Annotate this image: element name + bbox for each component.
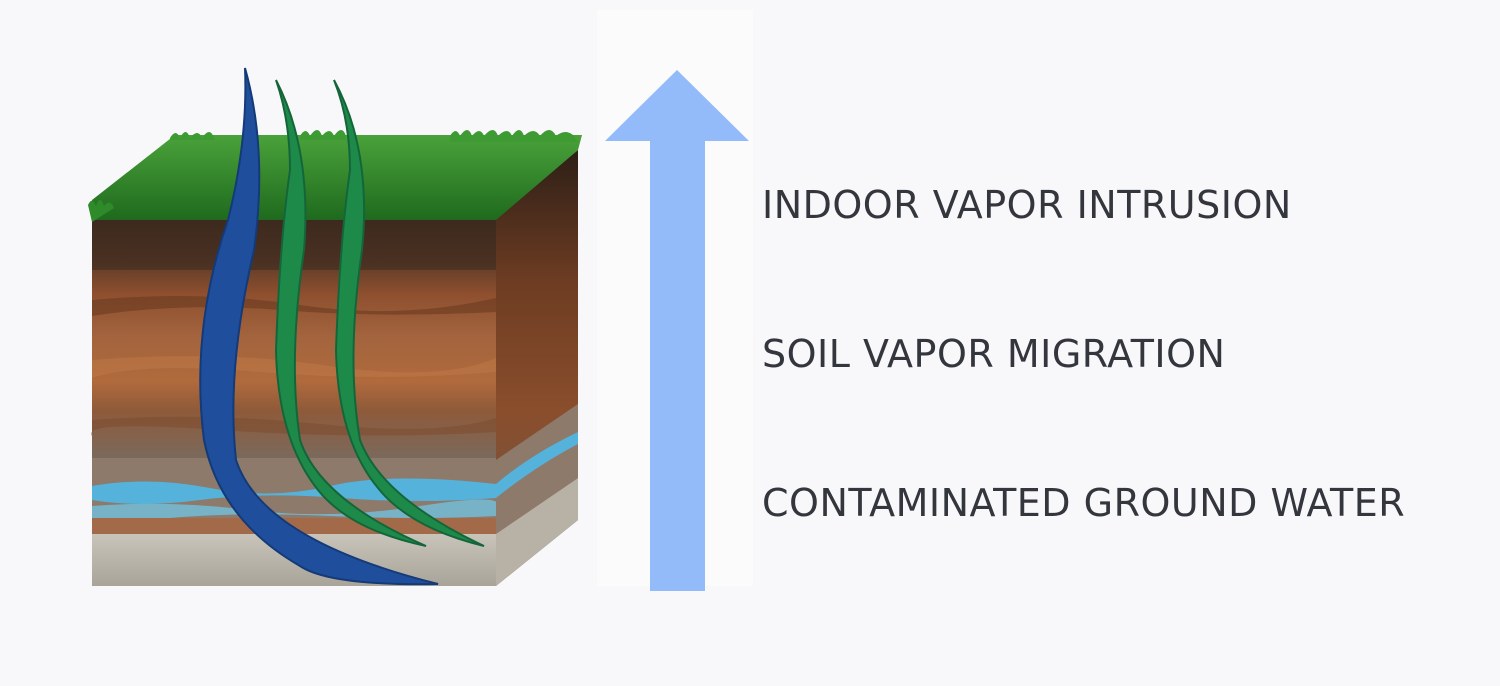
upward-arrow bbox=[605, 70, 749, 591]
soil-side-face bbox=[496, 150, 578, 586]
grass-top bbox=[88, 130, 582, 222]
blue-extraction-well bbox=[199, 67, 439, 586]
label-contaminated-ground-water: CONTAMINATED GROUND WATER bbox=[762, 481, 1406, 525]
label-soil-vapor-migration: SOIL VAPOR MIGRATION bbox=[762, 332, 1226, 376]
green-vapor-probe-right bbox=[333, 79, 485, 547]
label-indoor-vapor-intrusion: INDOOR VAPOR INTRUSION bbox=[762, 183, 1292, 227]
green-vapor-probe-left bbox=[274, 79, 427, 547]
